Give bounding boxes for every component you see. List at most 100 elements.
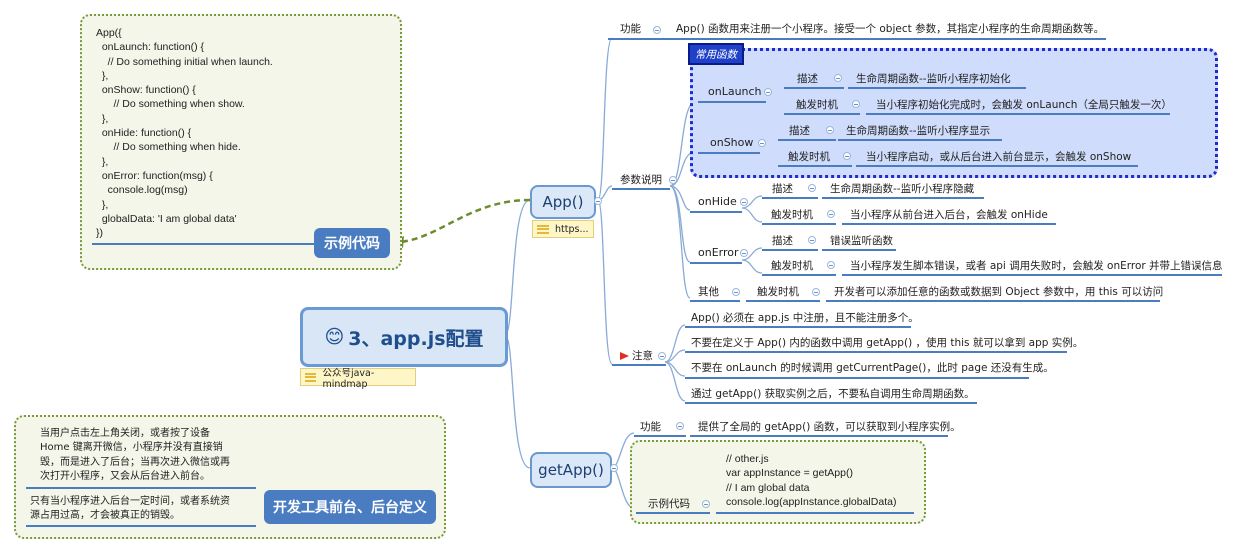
code-line: // Do something when hide. [96, 141, 241, 154]
getapp-example-box [630, 440, 926, 524]
collapse-icon[interactable] [594, 197, 602, 205]
onerror-desc-label: 描述 [772, 235, 793, 247]
dev-tools-para1: 当用户点击左上角关闭，或者按了设备 Home 键离开微信，小程序并没有直接销 毁… [40, 427, 230, 484]
onlaunch-desc: 生命周期函数--监听小程序初始化 [856, 73, 1011, 85]
code-line: }, [96, 155, 109, 168]
notes-label: 注意 [620, 348, 653, 363]
collapse-icon[interactable] [852, 100, 860, 108]
getapp-example-underline [636, 512, 710, 514]
example-code-block: App({ onLaunch: function() { // Do somet… [96, 26, 273, 240]
onhide-trigger: 当小程序从前台进入后台，会触发 onHide [850, 209, 1048, 221]
collapse-icon[interactable] [740, 249, 748, 257]
params-underline [612, 188, 670, 190]
onerror-trigger: 当小程序发生脚本错误，或者 api 调用失败时，会触发 onError 并带上错… [850, 260, 1223, 272]
code-line: }, [96, 198, 109, 211]
collapse-icon[interactable] [732, 288, 740, 296]
example-code-tag[interactable]: 示例代码 [314, 228, 390, 258]
onhide-trigger-underline [842, 223, 1056, 225]
collapse-icon[interactable] [808, 236, 816, 244]
other-trigger-underline [826, 300, 1160, 302]
collapse-icon[interactable] [764, 88, 772, 96]
central-topic[interactable]: 😊 3、app.js配置 [300, 307, 508, 367]
central-note[interactable]: 公众号java-mindmap [300, 368, 416, 390]
code-line: onLaunch: function() { [96, 41, 204, 54]
app-note[interactable]: https... [532, 220, 594, 238]
onlaunch-desc-label: 描述 [797, 73, 818, 85]
collapse-icon[interactable] [653, 26, 661, 34]
note-item-underline [685, 377, 1029, 379]
onshow-label[interactable]: onShow [710, 136, 754, 149]
collapse-icon[interactable] [812, 288, 820, 296]
collapse-icon[interactable] [826, 126, 834, 134]
note-item: App() 必须在 app.js 中注册，且不能注册多个。 [691, 312, 919, 324]
app-function-label: 功能 [620, 23, 641, 35]
collapse-icon[interactable] [610, 464, 618, 472]
onlaunch-label[interactable]: onLaunch [708, 85, 762, 98]
para-line: 当用户点击左上角关闭，或者按了设备 [40, 428, 210, 439]
getapp-node[interactable]: getApp() [530, 452, 612, 488]
app-node[interactable]: App() [530, 185, 596, 219]
collapse-icon[interactable] [843, 152, 851, 160]
code-line: }) [96, 227, 104, 240]
onshow-trigger-label-underline [778, 165, 852, 167]
code-line: }, [96, 69, 109, 82]
onerror-desc-label-underline [762, 249, 818, 251]
dev-tools-para2: 只有当小程序进入后台一定时间，或者系统资 源占用过高，才会被真正的销毁。 [30, 495, 230, 524]
code-line: var appInstance = getApp() [726, 467, 853, 480]
onhide-label[interactable]: onHide [698, 195, 737, 208]
note-item: 不要在定义于 App() 内的函数中调用 getApp() ，使用 this 就… [691, 337, 1084, 349]
onlaunch-desc-underline [848, 87, 1026, 89]
note-item-underline [685, 326, 911, 328]
para1-underline [26, 487, 256, 489]
onhide-desc-label: 描述 [772, 183, 793, 195]
onhide-underline [690, 211, 742, 213]
collapse-icon[interactable] [808, 184, 816, 192]
getapp-function-label: 功能 [640, 421, 661, 433]
onerror-label[interactable]: onError [698, 246, 739, 259]
collapse-icon[interactable] [676, 422, 684, 430]
onshow-underline [698, 152, 760, 154]
params-label: 参数说明 [620, 174, 662, 186]
onshow-desc-label-underline [778, 139, 836, 141]
onlaunch-desc-label-underline [784, 87, 844, 89]
note-item: 通过 getApp() 获取实例之后，不要私自调用生命周期函数。 [691, 388, 975, 400]
other-trigger-label-underline [746, 300, 820, 302]
onshow-desc-underline [838, 139, 1002, 141]
collapse-icon[interactable] [758, 139, 766, 147]
code-line: // I am global data [726, 481, 810, 494]
collapse-icon[interactable] [658, 352, 666, 360]
onerror-trigger-underline [842, 274, 1222, 276]
onerror-underline [690, 262, 742, 264]
collapse-icon[interactable] [669, 176, 677, 184]
onhide-trigger-label-underline [762, 223, 836, 225]
other-trigger-label: 触发时机 [757, 286, 799, 298]
code-line: globalData: 'I am global data' [96, 212, 237, 225]
onlaunch-trigger-label: 触发时机 [796, 99, 838, 111]
dev-tools-tag[interactable]: 开发工具前台、后台定义 [264, 490, 436, 524]
code-line: // Do something initial when launch. [96, 55, 273, 68]
collapse-icon[interactable] [827, 210, 835, 218]
para-line: 次打开小程序，又会从后台进入前台。 [40, 470, 210, 482]
getapp-function-text: 提供了全局的 getApp() 函数，可以获取到小程序实例。 [698, 421, 961, 433]
other-trigger: 开发者可以添加任意的函数或数据到 Object 参数中，用 this 可以访问 [834, 286, 1164, 298]
collapse-icon[interactable] [740, 198, 748, 206]
example-code-box [80, 14, 402, 270]
para2-underline [26, 525, 256, 527]
onlaunch-trigger-label-underline [784, 113, 860, 115]
collapse-icon[interactable] [827, 261, 835, 269]
getapp-example-label: 示例代码 [648, 498, 690, 510]
other-label: 其他 [698, 286, 719, 298]
onerror-desc: 错误监听函数 [830, 235, 893, 247]
code-line: console.log(appInstance.globalData) [726, 495, 897, 508]
app-function-text: App() 函数用来注册一个小程序。接受一个 object 参数，其指定小程序的… [676, 23, 1105, 35]
para-line: 只有当小程序进入后台一定时间，或者系统资 [30, 496, 230, 507]
collapse-icon[interactable] [834, 74, 842, 82]
app-function-underline [608, 38, 670, 40]
collapse-icon[interactable] [702, 500, 710, 508]
common-functions-title: 常用函数 [688, 43, 744, 65]
onerror-trigger-label: 触发时机 [771, 260, 813, 272]
para-line: Home 键离开微信，小程序并没有直接销 [40, 442, 223, 454]
onlaunch-trigger-underline [866, 113, 1170, 115]
central-title: 3、app.js配置 [348, 327, 484, 350]
code-line: onError: function(msg) { [96, 169, 213, 182]
